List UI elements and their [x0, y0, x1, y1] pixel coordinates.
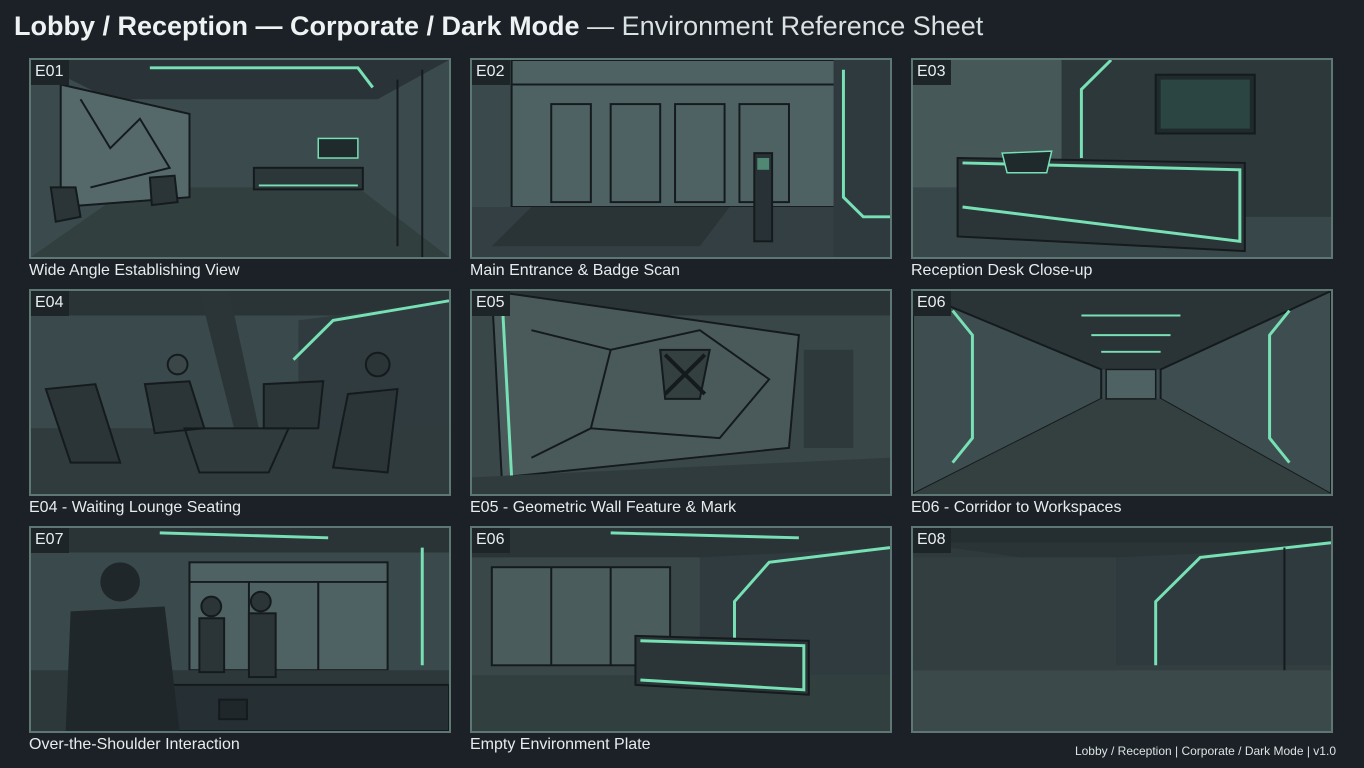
panel-e05[interactable]: E05 [470, 289, 892, 496]
panel-caption: Over-the-Shoulder Interaction [29, 736, 240, 753]
panel-caption: Main Entrance & Badge Scan [470, 262, 680, 279]
over-shoulder-sketch [31, 528, 449, 731]
panel-tag: E02 [472, 60, 511, 85]
panel-caption: E04 - Waiting Lounge Seating [29, 499, 241, 516]
panel-e07[interactable]: E07 [29, 526, 451, 733]
panel-tag: E04 [31, 291, 70, 316]
panel-e04[interactable]: E04 [29, 289, 451, 496]
title-sub: — Environment Reference Sheet [587, 11, 984, 41]
feature-wall-sketch [472, 291, 890, 494]
panel-caption: Wide Angle Establishing View [29, 262, 240, 279]
title-main: Lobby / Reception — Corporate / Dark Mod… [14, 11, 580, 41]
panel-e02[interactable]: E02 [470, 58, 892, 259]
panel-e06-corridor[interactable]: E06 [911, 289, 1333, 496]
empty-room-sketch [913, 528, 1331, 731]
panel-e01[interactable]: E01 [29, 58, 451, 259]
wide-lobby-sketch [31, 60, 449, 257]
corridor-sketch [913, 291, 1331, 494]
panel-tag: E06 [472, 528, 511, 553]
panel-caption: E06 - Corridor to Workspaces [911, 499, 1122, 516]
panel-tag: E06 [913, 291, 952, 316]
empty-plate-sketch [472, 528, 890, 731]
panel-e08[interactable]: E08 [911, 526, 1333, 733]
sheet-title: Lobby / Reception — Corporate / Dark Mod… [14, 8, 983, 44]
sheet-footer: Lobby / Reception | Corporate / Dark Mod… [1074, 744, 1336, 758]
reception-desk-sketch [913, 60, 1331, 257]
panel-tag: E07 [31, 528, 70, 553]
lounge-sketch [31, 291, 449, 494]
entrance-sketch [472, 60, 890, 257]
panel-caption: Reception Desk Close-up [911, 262, 1093, 279]
panel-caption: E05 - Geometric Wall Feature & Mark [470, 499, 737, 516]
panel-tag: E08 [913, 528, 952, 553]
panel-tag: E01 [31, 60, 70, 85]
panel-e03[interactable]: E03 [911, 58, 1333, 259]
panel-tag: E05 [472, 291, 511, 316]
panel-caption: Empty Environment Plate [470, 736, 651, 753]
panel-e06-empty[interactable]: E06 [470, 526, 892, 733]
panel-tag: E03 [913, 60, 952, 85]
